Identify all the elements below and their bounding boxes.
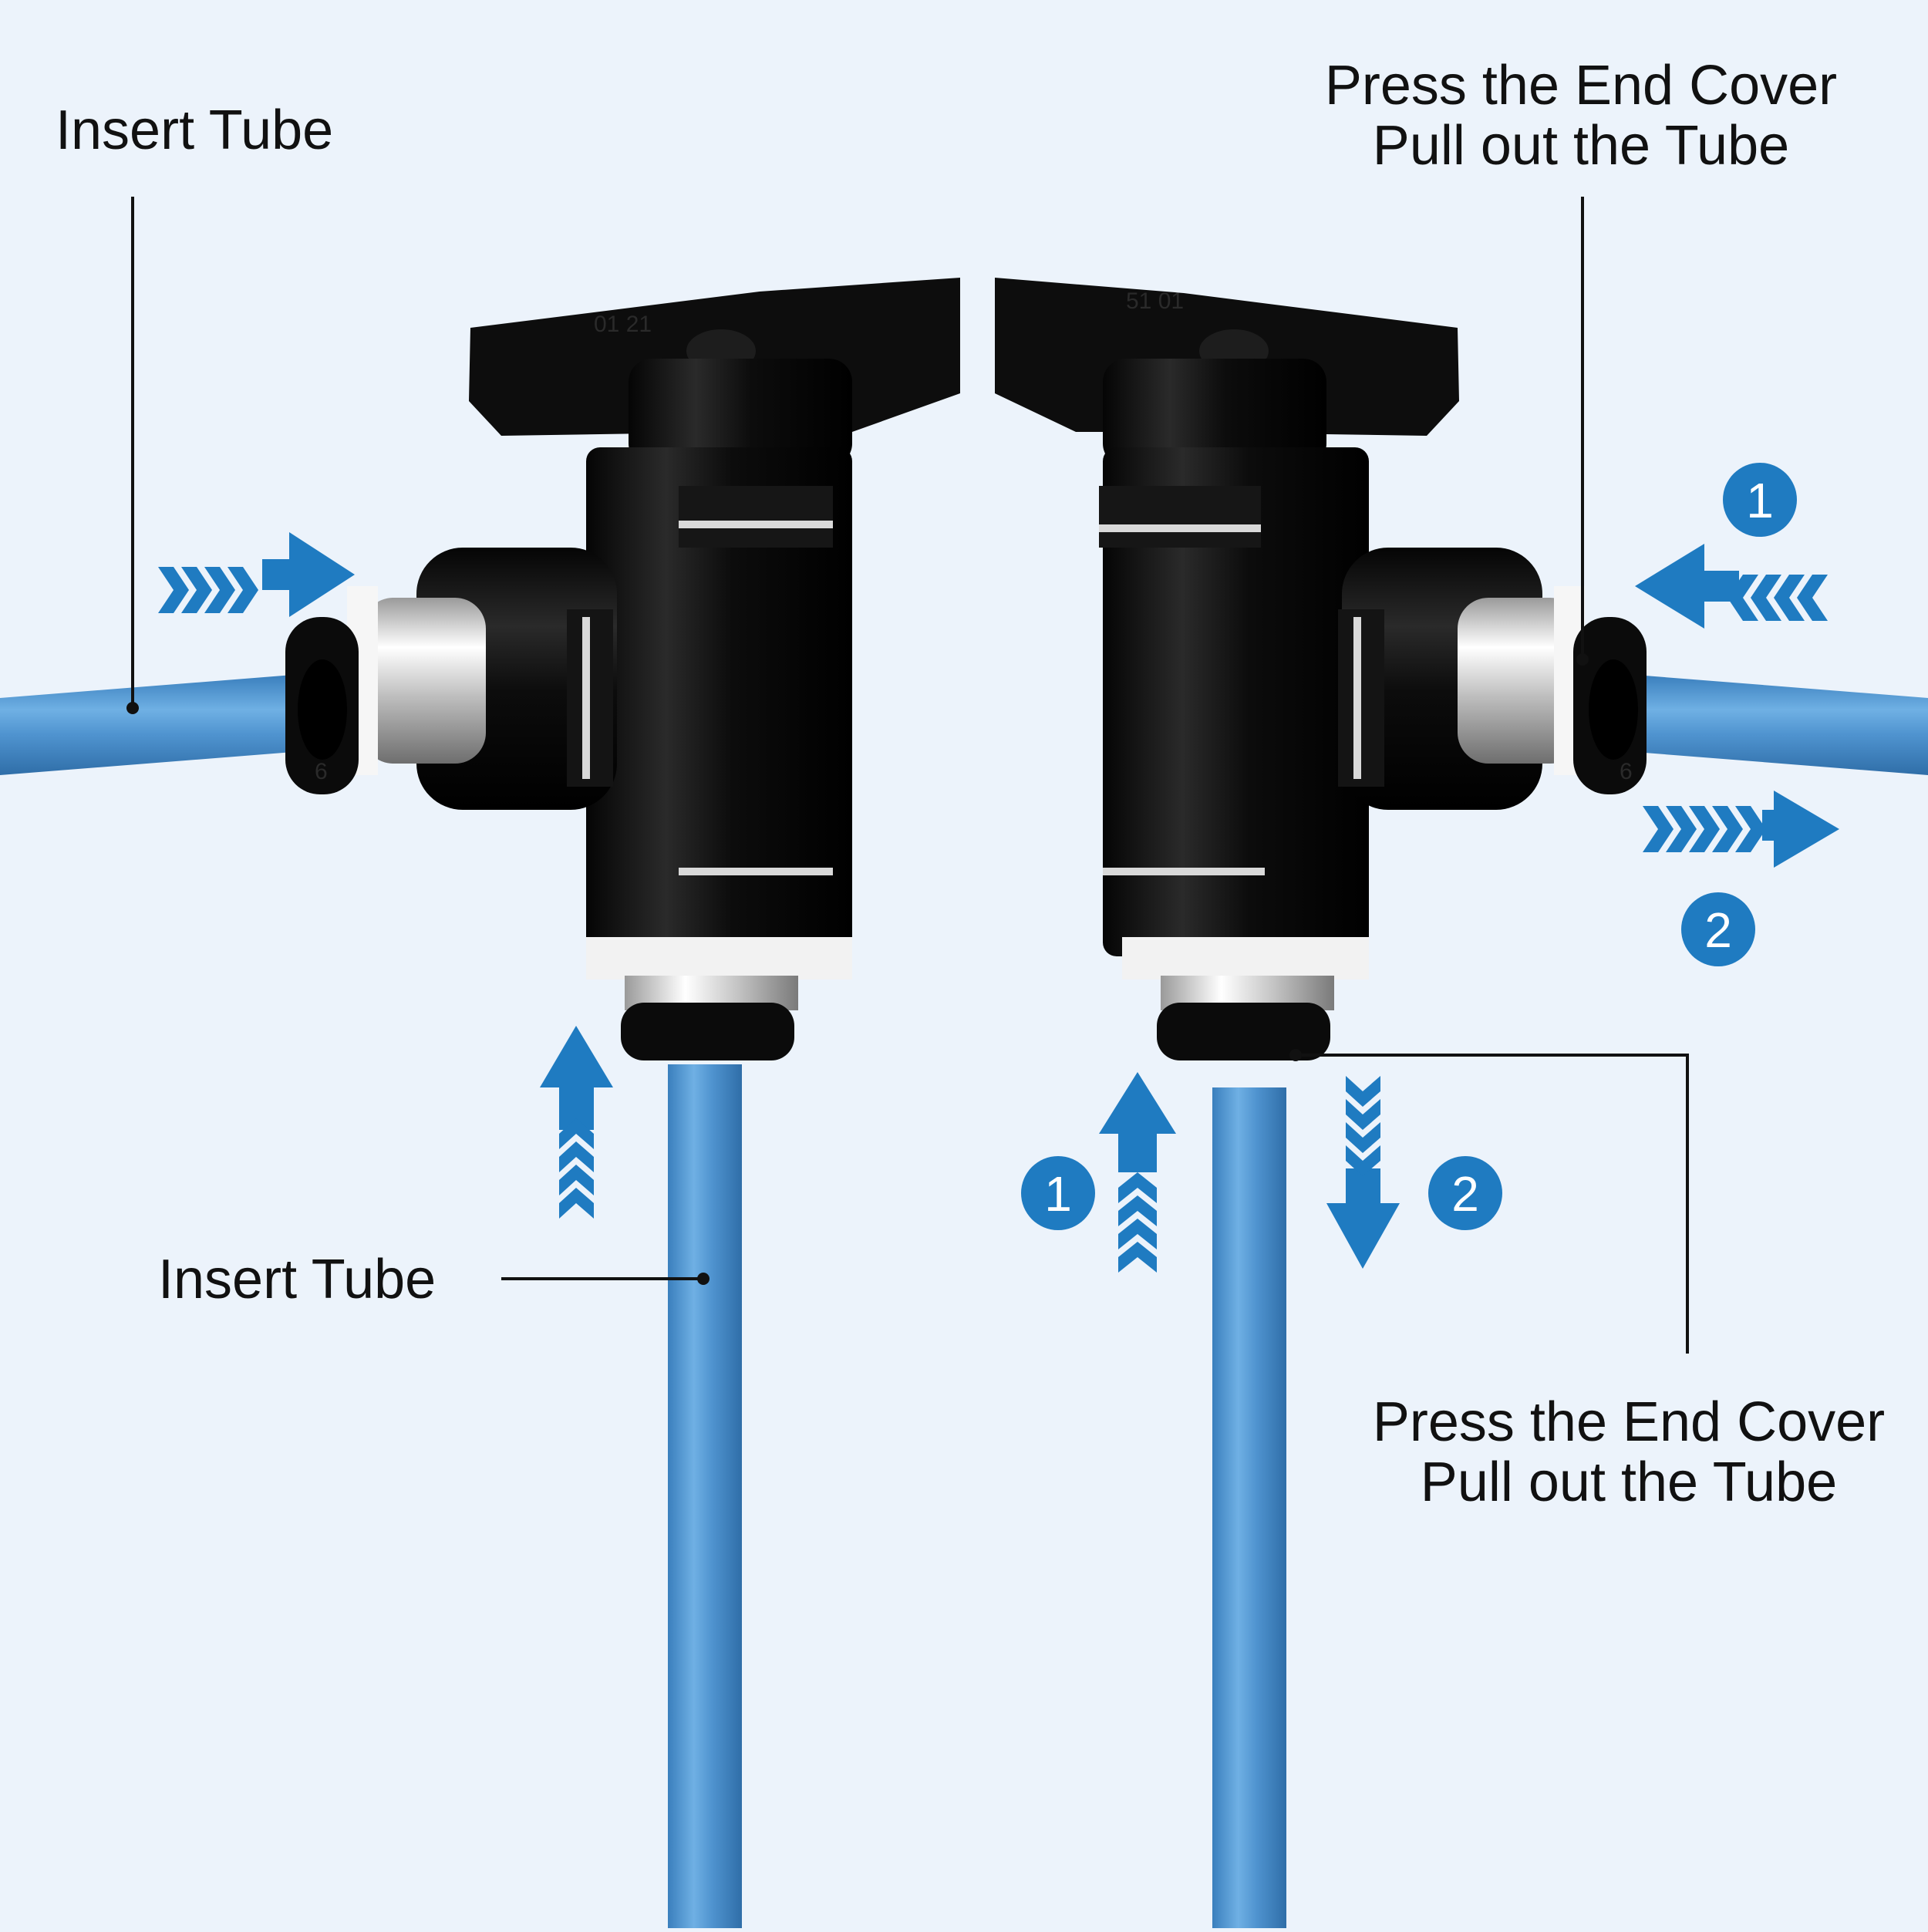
step-badge-icon bbox=[1021, 1156, 1095, 1230]
badge-number: 2 bbox=[1704, 902, 1732, 958]
tube-right-horizontal bbox=[1635, 675, 1928, 775]
left-port-marking: 6 bbox=[315, 759, 328, 784]
label-insert-tube-left: Insert Tube bbox=[56, 99, 334, 161]
arrow-right-icon bbox=[158, 532, 355, 617]
right-fitting: 51 01 6 bbox=[995, 278, 1647, 1060]
step-badge-icon bbox=[1723, 463, 1797, 537]
tube-right-vertical bbox=[1212, 1087, 1286, 1928]
leader-dot-left bbox=[126, 702, 139, 714]
right-port-marking: 6 bbox=[1620, 759, 1633, 784]
badge-number: 1 bbox=[1044, 1166, 1072, 1222]
step-badge-icon bbox=[1681, 892, 1755, 966]
arrow-down-icon bbox=[1326, 1076, 1400, 1269]
step-badge-bottom-2: 2 bbox=[1428, 1156, 1502, 1230]
badge-number: 2 bbox=[1451, 1166, 1479, 1222]
label-insert-tube-bottom: Insert Tube bbox=[158, 1249, 436, 1310]
step-badge-bottom-1: 1 bbox=[1021, 1156, 1095, 1230]
arrow-right-icon bbox=[1643, 791, 1839, 868]
step-badge-icon bbox=[1428, 1156, 1502, 1230]
label-release-bottom: Press the End Cover Pull out the Tube bbox=[1320, 1392, 1928, 1512]
label-release-top-line2: Pull out the Tube bbox=[1372, 115, 1790, 177]
right-handle-marking: 51 01 bbox=[1126, 288, 1184, 314]
label-release-top-line1: Press the End Cover bbox=[1324, 55, 1838, 116]
tube-left-vertical bbox=[668, 1064, 742, 1928]
tube-left-horizontal bbox=[0, 675, 293, 775]
leader-dot-top-right bbox=[1576, 653, 1589, 666]
step-badge-right-2: 2 bbox=[1681, 892, 1755, 966]
leader-dot-bottom-right bbox=[1289, 1049, 1302, 1061]
leader-lines bbox=[131, 197, 1689, 1354]
arrow-left-icon bbox=[1635, 544, 1828, 629]
left-fitting: 01 21 6 bbox=[285, 278, 960, 1060]
step-badge-right-1: 1 bbox=[1723, 463, 1797, 537]
arrow-up-icon bbox=[540, 1026, 613, 1219]
leader-release-bottom bbox=[1296, 1054, 1689, 1354]
left-handle-marking: 01 21 bbox=[594, 312, 652, 337]
label-release-top: Press the End Cover Pull out the Tube bbox=[1272, 56, 1889, 176]
arrow-up-icon bbox=[1099, 1072, 1176, 1273]
leader-dot-bottom bbox=[697, 1273, 710, 1285]
badge-number: 1 bbox=[1746, 473, 1774, 528]
label-release-bottom-line2: Pull out the Tube bbox=[1420, 1452, 1838, 1513]
label-release-bottom-line1: Press the End Cover bbox=[1372, 1391, 1886, 1453]
